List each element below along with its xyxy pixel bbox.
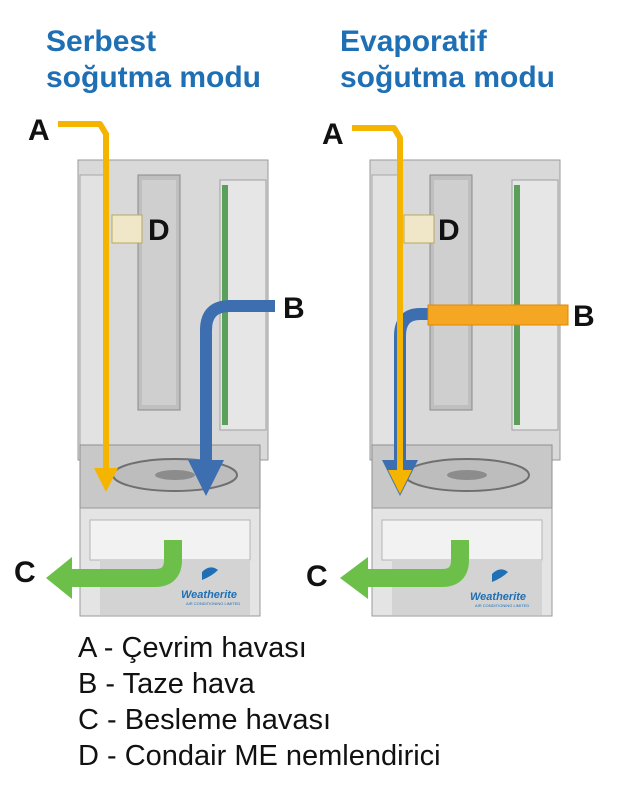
fan-hub bbox=[447, 470, 487, 480]
filter-column-face bbox=[142, 180, 176, 405]
title-evaporative-cooling: Evaporatif soğutma modu bbox=[340, 24, 555, 96]
title-free-cooling-line2: soğutma modu bbox=[46, 61, 261, 94]
supply-air-arrow bbox=[70, 540, 182, 587]
label-a-right: A bbox=[322, 118, 344, 151]
label-b-right: B bbox=[573, 300, 595, 333]
brand-name: Weatherite bbox=[181, 589, 237, 601]
label-c-right: C bbox=[306, 560, 328, 593]
title-evaporative-cooling-line1: Evaporatif bbox=[340, 25, 487, 58]
supply-air-arrowhead bbox=[46, 557, 72, 599]
title-free-cooling-line1: Serbest bbox=[46, 25, 157, 58]
legend-item-a: A - Çevrim havası bbox=[78, 632, 307, 664]
legend-item-b: B - Taze hava bbox=[78, 668, 255, 700]
return-air-arrow bbox=[352, 125, 412, 494]
brand-tagline: AIR CONDITIONING LIMITED bbox=[475, 603, 529, 608]
fresh-air-arrow bbox=[188, 300, 275, 496]
legend-item-d: D - Condair ME nemlendirici bbox=[78, 740, 441, 772]
title-free-cooling: Serbest soğutma modu bbox=[46, 24, 261, 96]
weatherite-logo-icon bbox=[202, 567, 218, 580]
label-d-right: D bbox=[438, 214, 460, 247]
title-evaporative-cooling-line2: soğutma modu bbox=[340, 61, 555, 94]
humidifier-d bbox=[403, 214, 435, 244]
humidifier-d bbox=[111, 214, 143, 244]
supply-air-arrowhead bbox=[340, 557, 368, 599]
fresh-air-duct bbox=[427, 304, 569, 326]
ahu-diagram: Weatherite AIR CONDITIONING LIMITED A D … bbox=[14, 114, 595, 617]
fan-hub bbox=[155, 470, 195, 480]
legend: A - Çevrim havası B - Taze hava C - Besl… bbox=[78, 630, 441, 774]
supply-air-arrow bbox=[366, 540, 469, 587]
label-a-left: A bbox=[28, 114, 50, 147]
brand-tagline: AIR CONDITIONING LIMITED bbox=[186, 601, 240, 606]
unit-evaporative-cooling: Weatherite AIR CONDITIONING LIMITED A D … bbox=[306, 118, 595, 617]
brand-name: Weatherite bbox=[470, 591, 526, 603]
unit-free-cooling: Weatherite AIR CONDITIONING LIMITED A D … bbox=[14, 114, 305, 617]
return-air-arrow bbox=[58, 121, 118, 492]
legend-item-c: C - Besleme havası bbox=[78, 704, 332, 736]
label-c-left: C bbox=[14, 556, 36, 589]
weatherite-logo-icon bbox=[492, 569, 508, 582]
label-d-left: D bbox=[148, 214, 170, 247]
filter-column-face bbox=[434, 180, 468, 405]
label-b-left: B bbox=[283, 292, 305, 325]
